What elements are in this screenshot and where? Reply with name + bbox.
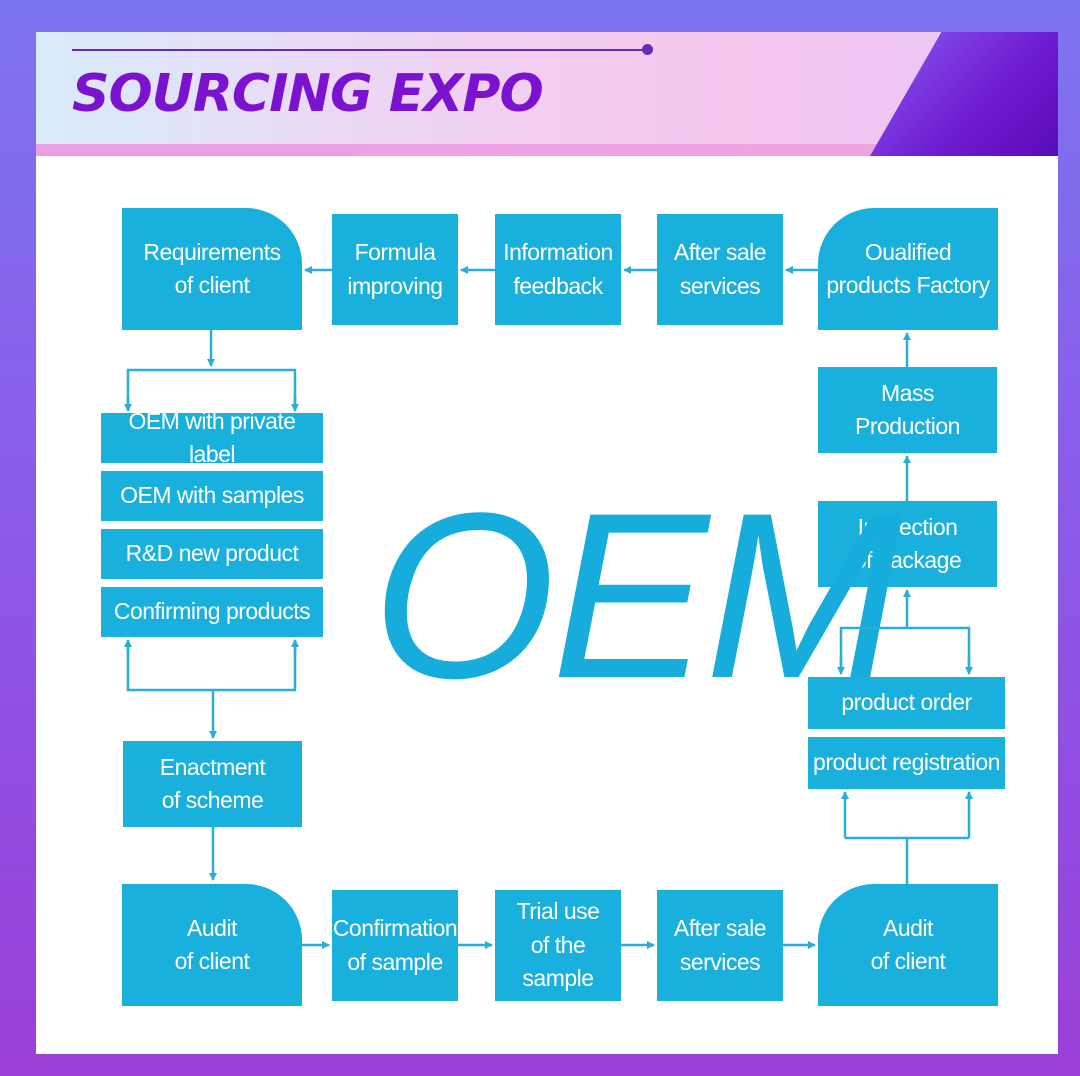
node-inspection-of-package: Inspection of package [818,501,997,587]
node-product-registration: product registration [808,737,1005,789]
node-rd-new-product: R&D new product [101,529,323,579]
node-enactment-of-scheme: Enactment of scheme [123,741,302,827]
node-product-order: product order [808,677,1005,729]
split-bracket-top [126,368,297,410]
merge-bracket-bottom [126,640,297,692]
node-mass-production: Mass Production [818,367,997,453]
banner-dot [642,44,653,55]
node-requirements-of-client: Requirements of client [122,208,302,330]
node-trial-use-of-sample: Trial use of the sample [495,890,621,1001]
node-after-sale-services-bottom: After sale services [657,890,783,1001]
node-oem-private-label: OEM with private label [101,408,323,467]
node-qualified-products-factory: Oualified products Factory [818,208,998,330]
bracket-order-top [839,626,971,672]
node-audit-of-client-left: Audit of client [122,884,302,1006]
header-banner [36,32,1046,156]
node-formula-improving: Formula improving [332,214,458,325]
banner-accent-strip [36,144,906,156]
node-audit-of-client-right: Audit of client [818,884,998,1006]
node-confirmation-of-sample: Confirmation of sample [332,890,458,1001]
node-confirming-products: Confirming products [101,587,323,637]
banner-line [72,49,648,51]
node-oem-samples: OEM with samples [101,471,323,521]
node-after-sale-services-top: After sale services [657,214,783,325]
page-title: SOURCING EXPO [72,64,544,124]
node-information-feedback: Information feedback [495,214,621,325]
